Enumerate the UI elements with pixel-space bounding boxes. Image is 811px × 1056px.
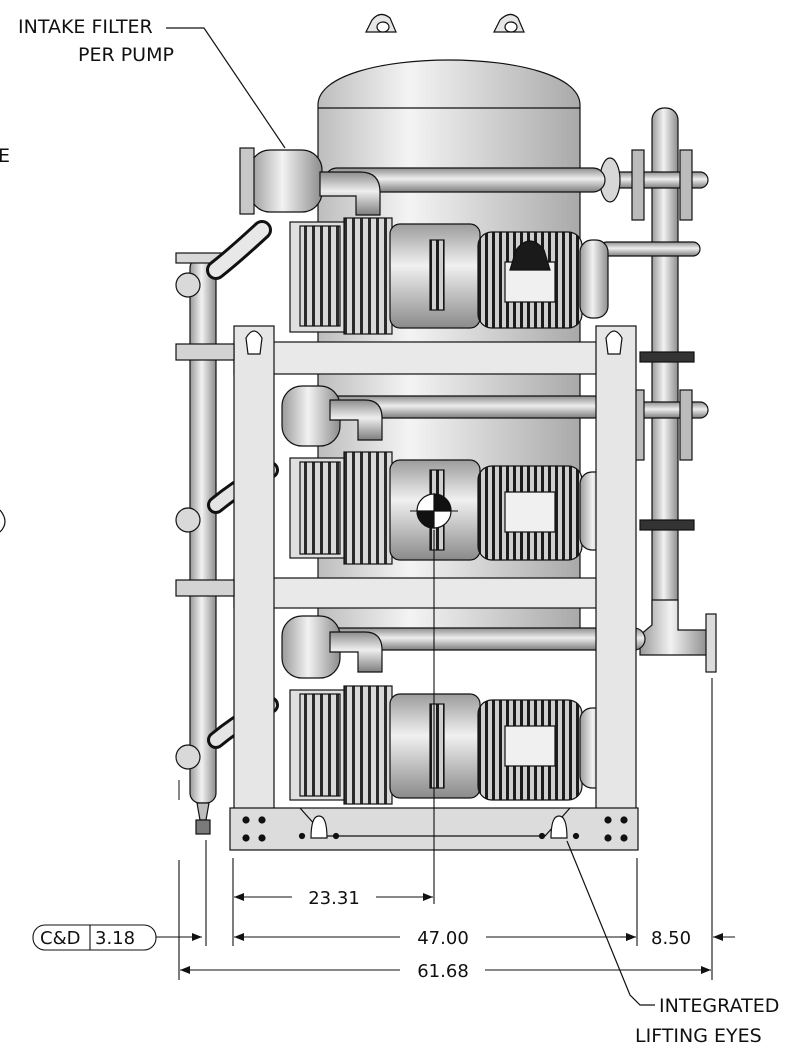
dimensions: 23.31 47.00 8.50 61.68 C&D 3.18 xyxy=(32,530,735,982)
cd-reference-tag: C&D 3.18 xyxy=(32,924,202,951)
lifting-eyes-leader xyxy=(566,840,655,1006)
dim-pipe-offset: 8.50 xyxy=(620,928,735,949)
pump-motor-middle xyxy=(289,451,609,565)
frame-upper-crossbar xyxy=(233,341,635,375)
lifting-eye-right xyxy=(550,815,568,839)
lifting-eyes-label-line1: INTEGRATED xyxy=(659,995,779,1017)
right-vertical-pipe xyxy=(651,107,679,649)
intake-filter-label-line1: INTAKE FILTER xyxy=(18,16,153,38)
callout-lifting-eyes: INTEGRATED LIFTING EYES xyxy=(566,840,779,1047)
cd-tag-value: 3.18 xyxy=(95,928,135,949)
lifting-eyes-label-line2: LIFTING EYES xyxy=(635,1025,762,1047)
center-of-gravity-symbol xyxy=(410,493,458,529)
cd-tag-prefix: C&D xyxy=(40,928,80,949)
lifting-eye-left xyxy=(310,815,328,839)
dim-frame-width-value: 47.00 xyxy=(417,928,469,949)
clipped-label-fragment: E xyxy=(0,145,10,167)
intake-filter-top xyxy=(239,147,381,216)
dim-overall-width: 61.68 xyxy=(180,961,711,982)
intake-filters xyxy=(239,147,383,679)
dim-center-of-gravity-value: 23.31 xyxy=(308,888,360,909)
frame-right-post xyxy=(595,325,637,813)
outlet-flange xyxy=(705,613,717,673)
intake-filter-leader xyxy=(166,27,286,149)
clipped-balloon-fragment xyxy=(0,509,6,533)
callout-intake-filter: INTAKE FILTER PER PUMP xyxy=(18,16,286,149)
pump-motor-bottom xyxy=(289,685,609,805)
skid-frame xyxy=(175,325,639,851)
dim-pipe-offset-value: 8.50 xyxy=(651,928,691,949)
intake-filter-middle xyxy=(281,385,383,447)
intake-filter-bottom xyxy=(281,615,383,679)
dim-overall-width-value: 61.68 xyxy=(417,961,469,982)
pump-motor-top xyxy=(289,217,609,335)
frame-left-post xyxy=(233,325,275,813)
dim-center-of-gravity: 23.31 xyxy=(234,888,433,909)
intake-filter-label-line2: PER PUMP xyxy=(78,44,174,66)
dim-frame-width: 47.00 xyxy=(234,928,636,949)
